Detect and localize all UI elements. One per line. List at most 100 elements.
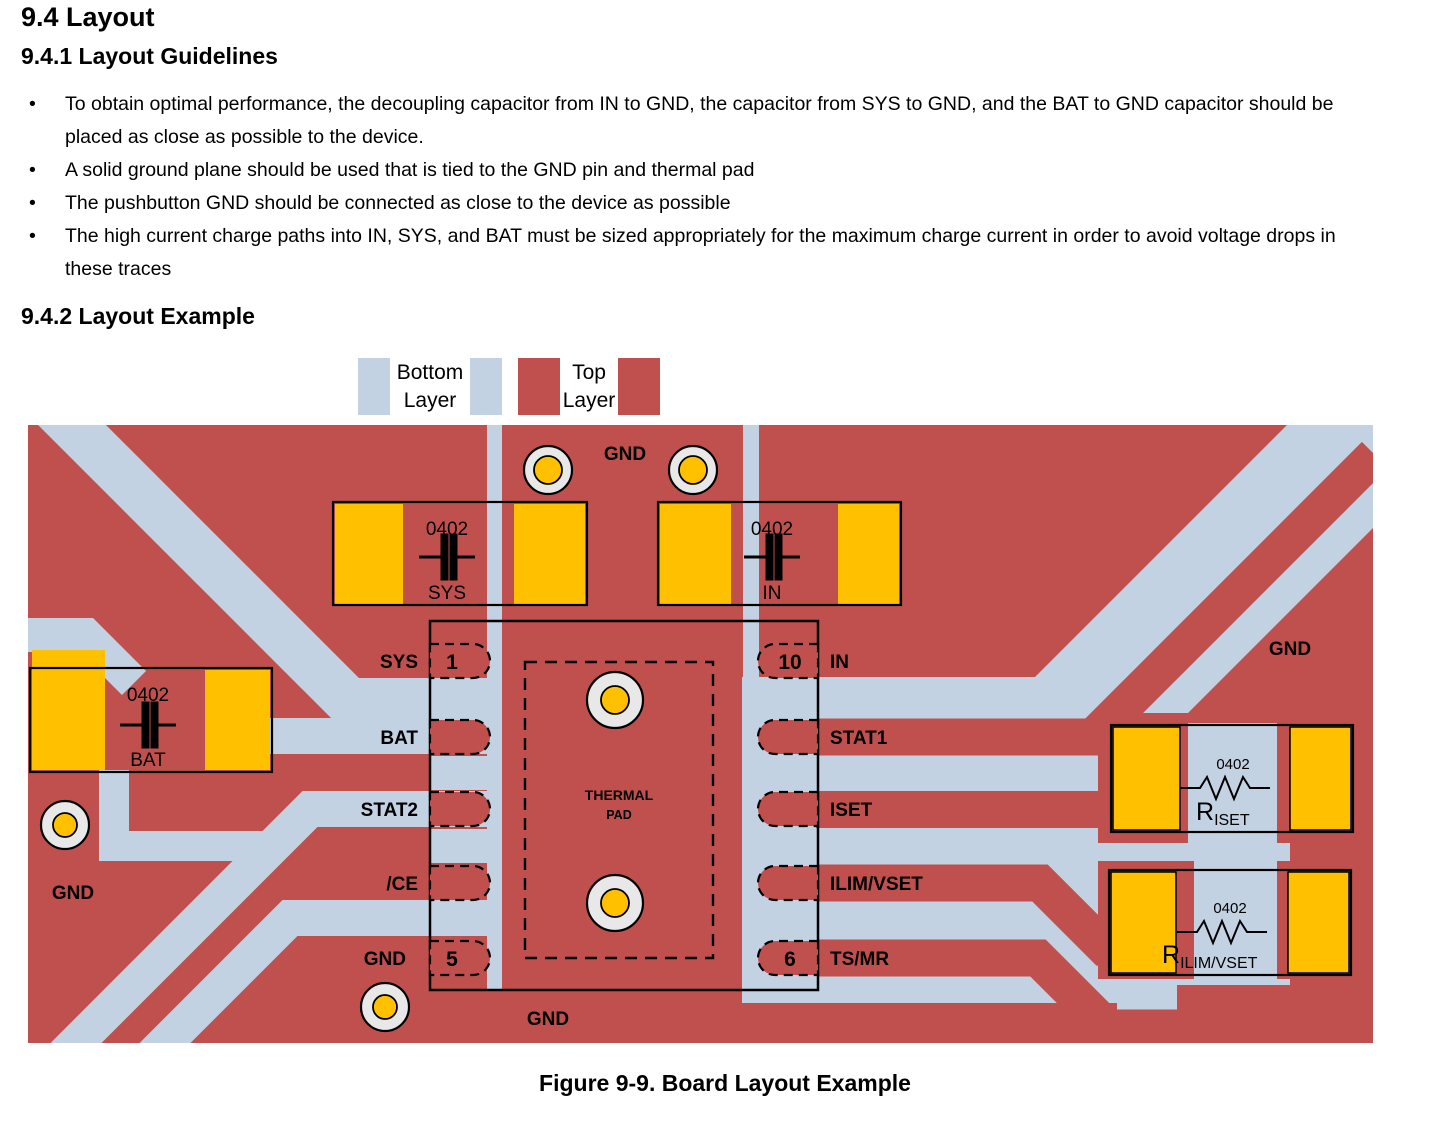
res-pad [1287,871,1350,974]
sys-capacitor: 0402 SYS [331,500,589,607]
pin-label-stat1: STAT1 [830,728,888,749]
ce-trace [139,900,492,1043]
pin-label-gnd: GND [364,949,406,970]
iset-trace [816,791,1102,828]
pin-pad-1 [428,642,492,680]
cap-net-label: IN [763,583,782,604]
pin-label-iset: ISET [830,800,873,821]
cap-pad [838,504,899,604]
in-capacitor: 0402 IN [656,500,903,607]
ic-inner-trace [430,681,502,717]
top-layer-swatch [518,358,560,415]
res-ref-label: RILIM/VSET [1162,941,1258,972]
res-outline [1107,868,1353,977]
guidelines-list: To obtain optimal performance, the decou… [21,88,1366,286]
gnd-via-hole [52,812,78,838]
thermal-pad-label: THERMAL [585,787,654,803]
cap-pad [514,504,585,604]
resistor-symbol-icon [1177,918,1267,946]
guideline-item: A solid ground plane should be used that… [21,154,1366,187]
subsection-title-example: 9.4.2 Layout Example [21,303,255,329]
gnd-label-left: GND [52,883,94,904]
pin-label-in: IN [830,652,849,673]
pin-pad-4 [428,864,492,902]
cap-size-label: 0402 [426,519,468,540]
ic-device: 1 5 10 6 SYS BAT STAT2 /CE GND IN STAT1 … [361,619,923,992]
board-layout-figure: 0402 SYS 0402 IN 0402 [28,425,1373,1043]
cap-pad [335,504,403,604]
bat-down-trace [99,770,276,861]
pin-pad-9 [756,718,820,756]
cap-pad [205,670,270,770]
capacitor-symbol-icon [120,701,176,749]
res-outline [1109,723,1355,834]
pin-number: 1 [446,651,458,674]
cap-size-label: 0402 [751,519,793,540]
gnd-label-right: GND [1269,639,1311,660]
pin-pad-7 [756,864,820,902]
cap-net-label: SYS [428,583,466,604]
pin-label-stat2: STAT2 [361,800,418,821]
cap-size-label: 0402 [127,685,169,706]
cap-pad [660,504,731,604]
bat-capacitor: 0402 BAT [28,650,274,774]
pin-label-sys: SYS [380,652,418,673]
in-red-trace [816,641,1034,677]
pin-pad-8 [756,790,820,828]
gnd-via-hole [372,994,398,1020]
ic-inner-trace [430,829,502,863]
capacitor-symbol-icon [744,533,800,581]
pin-label-bat: BAT [380,728,418,749]
subsection-title-guidelines: 9.4.1 Layout Guidelines [21,43,278,69]
guideline-item: The high current charge paths into IN, S… [21,220,1366,286]
cap-outline [28,666,274,774]
gnd-via-hole [678,455,708,485]
gnd-label-bottom: GND [527,1009,569,1030]
cap-pad [32,650,105,770]
thermal-pad-label: PAD [606,808,631,822]
pin-label-ts-mr: TS/MR [830,949,889,970]
pin-pad-10 [756,642,820,680]
vias [39,444,719,1033]
pin-number: 6 [784,948,796,971]
ts-mr-trace [818,939,1373,1043]
cap-net-label: BAT [130,750,166,771]
gnd-via-hole [533,455,563,485]
plane-labels: GND GND GND GND [52,444,1311,1030]
res-size-label: 0402 [1213,900,1246,917]
thermal-pad-outline [523,660,715,960]
capacitor-symbol-icon [419,533,475,581]
top-layer-label: Top Layer [562,361,616,412]
res-pad [1289,726,1352,831]
pin-pad-5 [428,939,492,977]
thermal-via-hole [600,685,630,715]
pin-number: 5 [446,948,458,971]
res-size-label: 0402 [1216,756,1249,773]
rilim-vset-resistor: 0402 RILIM/VSET [1107,868,1353,977]
bottom-layer-label: Bottom Layer [396,361,464,412]
top-right-diagonal-traces [1035,425,1373,723]
section-title: 9.4 Layout [21,2,155,32]
pin-pad-2 [428,718,492,756]
pin-pad-6 [756,939,820,977]
guideline-item: The pushbutton GND should be connected a… [21,187,1366,220]
bottom-layer-swatch [470,358,502,415]
top-layer-swatch [618,358,660,415]
thermal-via-hole [600,888,630,918]
riset-resistor: 0402 RISET [1109,723,1355,834]
ilim-vset-trace [818,864,1124,967]
resistor-symbol-icon [1180,774,1270,802]
pin-label-ce: /CE [386,874,418,895]
res-pad [1110,871,1177,974]
gnd-label-top: GND [604,444,646,465]
res-pad [1112,726,1181,831]
pin-number: 10 [778,651,801,674]
pin-label-ilim-vset: ILIM/VSET [830,874,923,895]
bottom-layer-swatch [358,358,390,415]
ic-inner-trace [430,756,502,790]
res-ref-label: RISET [1196,798,1250,829]
cap-outline [656,500,903,607]
pin-pad-3 [428,790,492,828]
figure-caption: Figure 9-9. Board Layout Example [539,1070,911,1096]
